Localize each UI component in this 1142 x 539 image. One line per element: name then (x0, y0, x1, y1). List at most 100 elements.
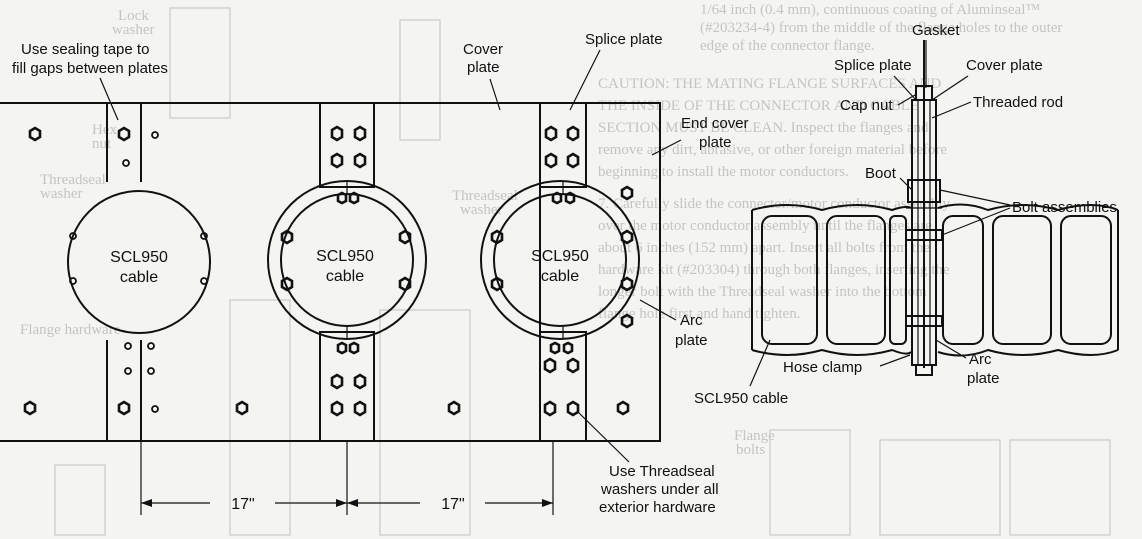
label-threadseal-2: washers under all (600, 481, 719, 498)
label-bolt-assemblies: Bolt assemblies (1012, 199, 1117, 216)
bg-label-b: washer (112, 22, 154, 38)
end-cover-plate (539, 102, 661, 442)
middle-splice-top (319, 102, 375, 188)
dim-label-right: 17" (441, 496, 464, 513)
washer-icon (124, 367, 132, 375)
label-cover-plate-side: Cover plate (966, 57, 1043, 74)
bolt-icon (353, 152, 367, 169)
label-arc-plate-1: Arc (680, 312, 703, 329)
cap-nut-bottom (915, 364, 933, 376)
cable-bottom-edge-right (937, 348, 1119, 357)
label-threadseal-3: exterior hardware (599, 499, 716, 516)
bolt-icon (620, 185, 634, 201)
bolt-icon (562, 341, 574, 355)
leader-sealing-tape (99, 77, 119, 121)
bolt-icon (447, 400, 461, 416)
bg-text-line10: over the motor conductor assembly until … (598, 218, 932, 234)
washer-icon (147, 342, 155, 350)
bolt-assembly-2 (905, 315, 943, 327)
bolt-icon (620, 313, 634, 329)
dim-arrow (542, 499, 553, 507)
bg-text-line2: (#203234-4) from the middle of the flang… (700, 20, 1062, 36)
boot (907, 179, 941, 203)
washer-icon (69, 277, 77, 285)
bg-text-line3: edge of the connector flange. (700, 38, 875, 54)
bolt-icon (564, 191, 576, 205)
leader-cover-plate (489, 78, 501, 111)
bolt-icon (348, 341, 360, 355)
label-threaded-rod: Threaded rod (973, 94, 1063, 111)
bg-label-h: Threadseal (452, 188, 518, 204)
bg-text-line1: 1/64 inch (0.4 mm), continuous coating o… (700, 2, 1040, 18)
label-arc-plate-side-2: plate (967, 370, 1000, 387)
bolt-icon (353, 400, 367, 417)
bg-label-c: Hex (92, 122, 117, 138)
bolt-icon (348, 191, 360, 205)
cable-corrugation (889, 215, 907, 345)
leader-threaded-rod (931, 101, 972, 119)
leader-arc-plate (639, 299, 677, 321)
dimensions: 17" 17" (140, 441, 554, 515)
leader-scl950-cable (749, 339, 771, 387)
washer-icon (200, 277, 208, 285)
dim-arrow (336, 499, 347, 507)
bg-shape-7 (879, 439, 1001, 536)
label-threadseal-1: Use Threadseal (609, 463, 715, 480)
washer-icon (200, 232, 208, 240)
label-hose-clamp: Hose clamp (783, 359, 862, 376)
dim-arrow (347, 499, 358, 507)
left-cable-name: SCL950 (110, 249, 168, 266)
label-sealing-tape-1: Use sealing tape to (21, 41, 149, 58)
bolt-icon (490, 229, 504, 245)
washer-icon (147, 367, 155, 375)
label-boot: Boot (865, 165, 897, 182)
cable-corrugation (761, 215, 818, 345)
leader-cover-plate-side (931, 75, 969, 101)
cable-bottom-edge-left (751, 348, 912, 356)
label-sealing-tape-2: fill gaps between plates (12, 60, 168, 77)
dim-arrow (141, 499, 152, 507)
bg-label-f: washer (40, 186, 82, 202)
label-cap-nut: Cap nut (840, 97, 893, 114)
bolt-icon (551, 191, 563, 205)
cable-corrugation (1060, 215, 1112, 345)
bg-text-line7: remove any dirt, abrasive, or other fore… (598, 142, 947, 158)
leader-splice-plate (569, 49, 601, 111)
bolt-icon (620, 229, 634, 245)
bg-shape-3 (54, 464, 106, 536)
bg-shape-4 (229, 299, 291, 536)
washer-icon (122, 159, 130, 167)
leader-boot (899, 177, 913, 191)
bolt-icon (544, 125, 558, 142)
cable-corrugation (942, 215, 984, 345)
panel-middle: SCL950 cable (235, 102, 461, 442)
label-end-cover-1: End cover (681, 115, 749, 132)
bolt-icon (398, 229, 412, 245)
bg-text-line5: THE INSIDE OF THE CONNECTOR AND CABLE (598, 98, 919, 114)
label-splice-plate-side: Splice plate (834, 57, 912, 74)
bg-label-a: Lock (118, 8, 149, 24)
washer-icon (69, 232, 77, 240)
washer-icon (124, 342, 132, 350)
middle-cable-name: SCL950 (316, 248, 374, 265)
bg-text-line6: SECTION MUST BE CLEAN. Inspect the flang… (598, 120, 929, 136)
bolt-icon (543, 400, 557, 417)
bolt-icon (235, 400, 249, 416)
dim-label-left: 17" (231, 496, 254, 513)
bolt-icon (566, 125, 580, 142)
label-cover-plate-1: Cover (463, 41, 503, 58)
bg-shape-1 (169, 7, 231, 119)
bg-shape-2 (399, 19, 441, 141)
leader-cap-nut (897, 94, 916, 106)
bolt-icon (23, 400, 37, 416)
bolt-icon (398, 276, 412, 292)
bolt-icon (336, 191, 348, 205)
bolt-icon (117, 126, 131, 142)
bolt-icon (566, 357, 580, 374)
cable-corrugation (826, 215, 886, 345)
bolt-icon (330, 125, 344, 142)
leader-bolt-assemblies-1 (939, 189, 1011, 206)
left-cable-circle (67, 190, 211, 334)
